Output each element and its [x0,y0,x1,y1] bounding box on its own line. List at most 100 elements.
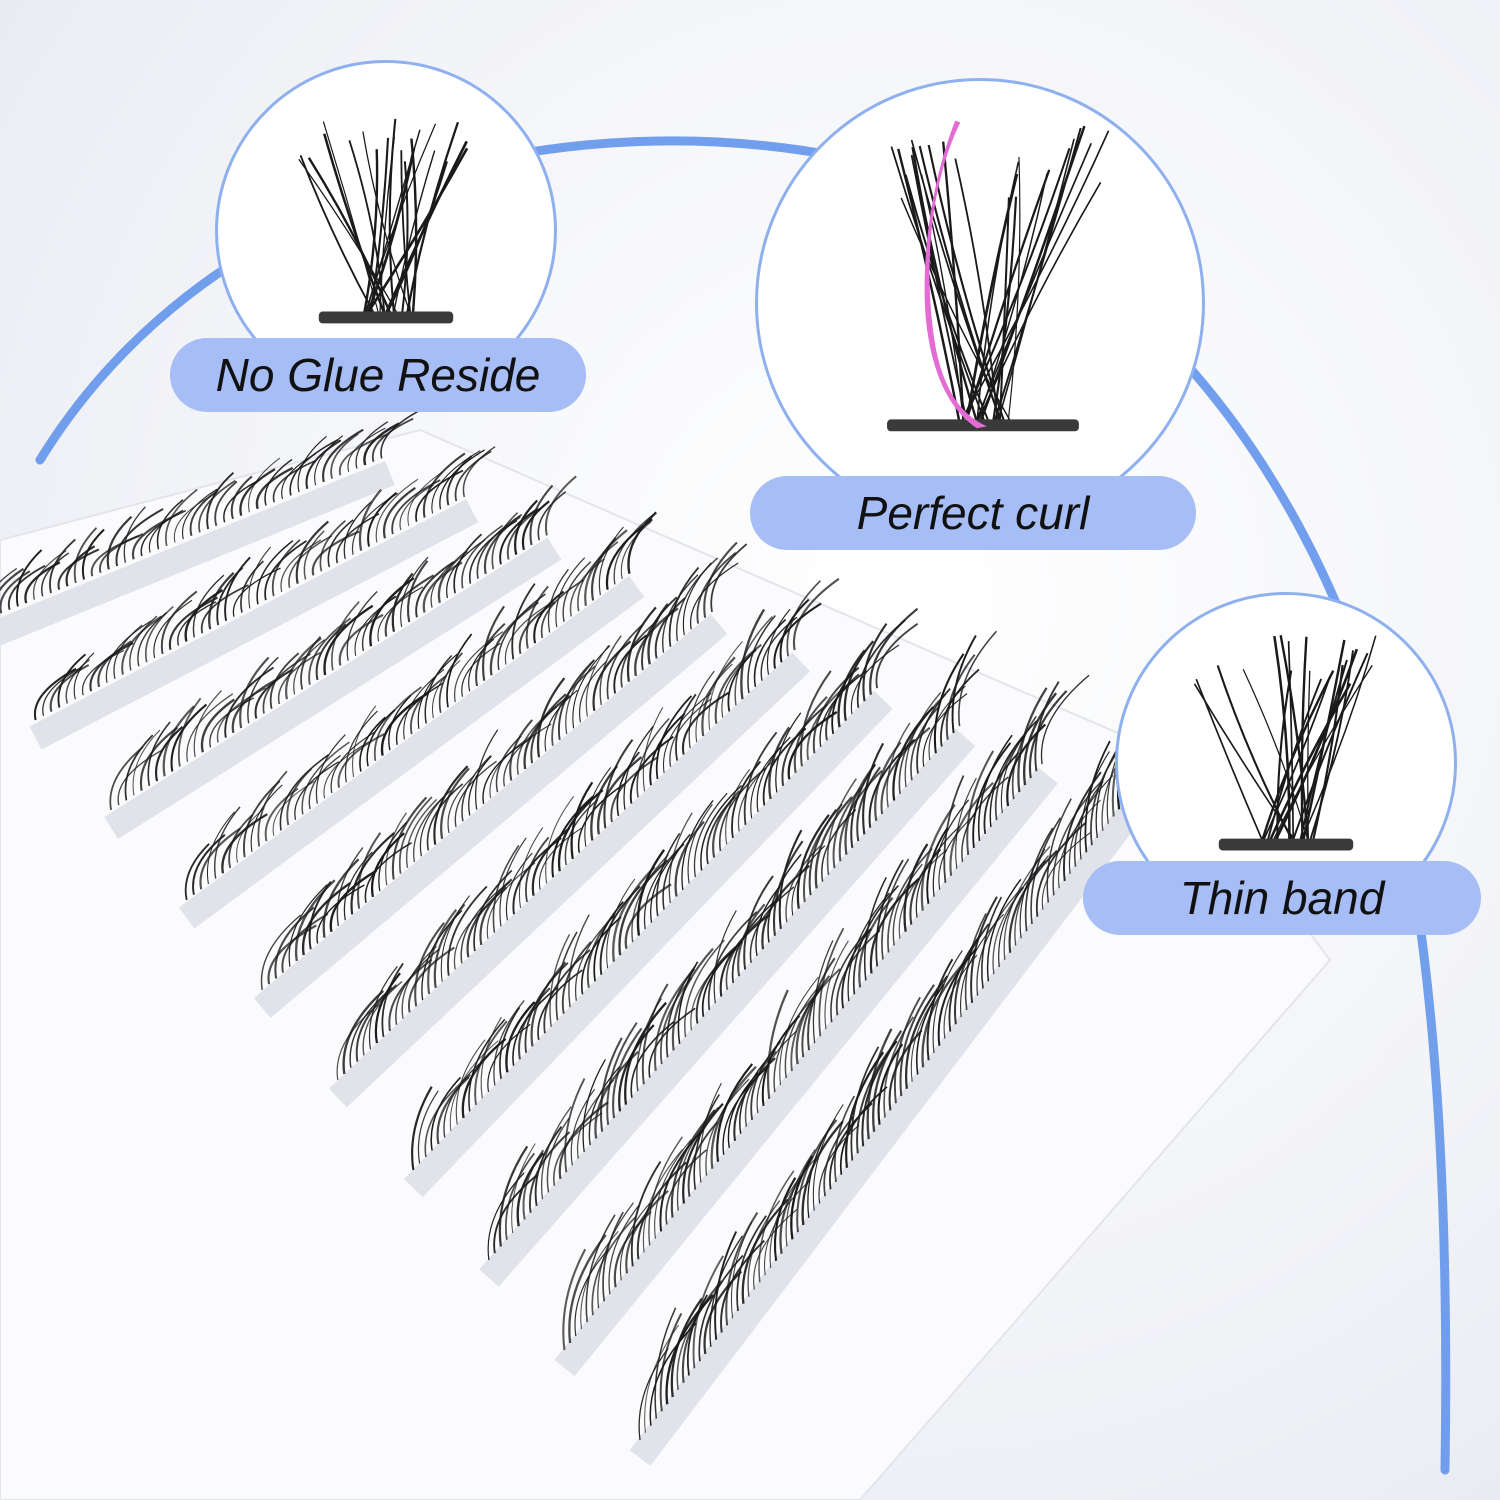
tray-lash-strand [214,480,238,526]
tray-lash-strand [630,1160,662,1267]
tray-lash-strand [606,623,644,700]
tray-lash-strand [344,710,378,783]
tray-lash-strand [385,812,407,886]
tray-lash-strand [446,633,473,708]
tray-lash-strand [97,640,133,688]
tray-lash-strand [668,566,700,647]
tray-lash-strand [785,1149,816,1247]
tray-lash-strand [264,458,293,506]
tray-lash-strand [293,639,325,695]
tray-lash-strand [602,1211,624,1302]
tray-lash-strand [743,875,774,970]
tray-lash-strand [796,814,830,909]
tray-lash-strand [446,455,473,506]
tray-lash-strand [272,460,316,503]
tray-lash-strand [155,725,184,782]
lash-strand [299,155,375,314]
tray-lash-strand [121,615,162,675]
tray-lash-strand [363,422,400,466]
tray-lash-strand [875,859,904,967]
tray-lash-strand [647,603,669,665]
tray-lash-strand [65,658,91,704]
tray-lash-strand [165,488,198,547]
tray-lash-strand [544,475,577,536]
tray-lash-strand [417,1090,439,1164]
tray-lash-strand [358,488,382,551]
tray-lash-strand [790,968,841,1072]
tray-lash-strand [781,703,828,786]
tray-lash-strand [322,428,364,483]
tray-lash-strand [557,789,604,872]
tray-lash-strand [565,660,595,735]
tray-lash-strand [659,1312,683,1412]
tray-lash-strand [945,654,976,740]
tray-lash-strand [305,439,342,489]
tray-lash-strand [113,624,143,679]
tray-lash-strand [688,670,715,749]
tray-lash-strand [636,717,670,798]
tray-lash-strand [395,682,444,746]
tray-lash-strand [439,449,485,510]
tray-lash-strand [371,417,414,462]
tray-lash-strand [863,876,887,981]
tray-lash-strand [198,479,236,533]
tray-lash-strand [916,688,951,774]
tray-lash-strand [753,618,787,688]
tray-lash-strand [343,501,372,560]
tray-lash-strand [504,601,554,665]
tray-lash-strand [1008,849,1058,953]
tray-lash-strand [684,939,725,1038]
tray-lash-strand [766,989,789,1100]
tray-lash-strand [289,438,339,496]
tray-lash-strand [618,859,669,956]
tray-lash-strand [243,780,281,858]
tray-lash-strand [714,1231,738,1340]
tray-lash-strand [562,1248,587,1351]
tray-lash-strand [65,545,96,587]
tray-lash-strand [662,833,691,910]
tray-lash-strand [790,1155,814,1240]
tray-lash-strand [954,923,990,1025]
tray-lash-strand [115,508,164,567]
tray-lash-strand [801,1120,844,1226]
tray-lash-strand [366,709,396,767]
tray-lash-strand [438,652,464,713]
tray-lash-strand [823,1116,854,1197]
tray-lash-strand [406,560,429,623]
tray-lash-strand [619,1202,651,1281]
tray-lash-strand [775,712,802,793]
tray-lash-strand [585,1214,616,1323]
lash-tray [0,428,1332,1500]
tray-lash-strand [792,577,840,651]
tray-lash-strand [468,1018,506,1112]
tray-lash-strand [509,719,533,781]
tray-lash-strand [998,860,1046,968]
tray-lash-strand [236,808,265,863]
tray-lash-strand [177,697,202,767]
tray-lash-strand [329,869,378,933]
tray-lash-strand [447,775,475,834]
tray-lash-strand [708,641,743,730]
tray-lash-strand [778,829,803,930]
tray-lash-strand [271,539,301,597]
tray-lash-strand [574,1249,609,1337]
tray-lash-strand [972,742,1012,849]
tray-lash-strand [82,528,105,580]
tray-lash-strand [1090,751,1119,846]
tray-lash-strand [514,499,538,555]
tray-lash-strand [447,885,488,976]
tray-lash-strand [676,1106,719,1211]
tray-lash-strand [380,409,421,459]
tray-lash-strand [314,435,344,486]
tray-lash-strand [808,809,837,896]
tray-lash-strand [705,1078,750,1176]
tray-lash-strand [523,694,571,770]
tray-lash-strand [710,543,748,613]
tray-lash-strand [7,564,46,611]
tray-lash-strand [768,726,791,800]
tray-lash-strand [288,535,333,588]
tray-lash-strand [427,909,458,995]
tray-lash-strand [932,799,970,897]
tray-lash-strand [1046,798,1072,903]
